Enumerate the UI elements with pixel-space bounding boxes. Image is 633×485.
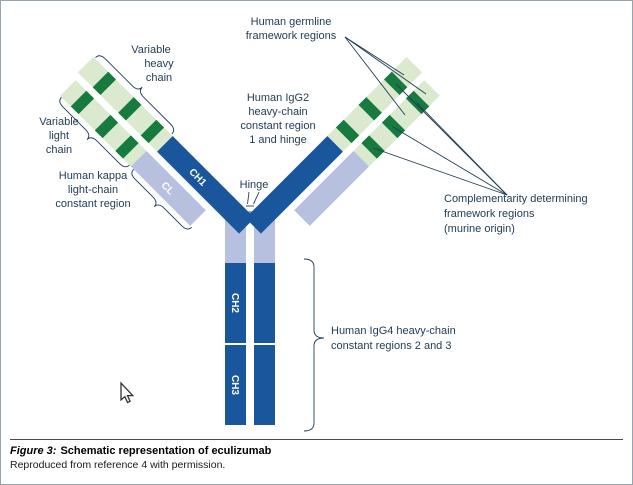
caption-title-row: Figure 3:Schematic representation of ecu… [10, 445, 623, 457]
left-light-cdr-stripe [94, 114, 119, 139]
annotation-lines [247, 36, 508, 432]
variable-heavy-label-line1: Variable [131, 44, 171, 56]
right-heavy-cdr-stripe [358, 97, 382, 121]
kappa-label-line3: constant region [55, 198, 130, 210]
kappa-label-line1: Human kappa [59, 170, 128, 182]
cdr-pointer-line [416, 102, 508, 196]
cdr-label-line3: (murine origin) [444, 223, 515, 235]
cdr-label-line2: framework regions [444, 208, 535, 220]
cdr-pointer-line [392, 126, 508, 196]
germline-label-line1: Human germline [251, 16, 332, 28]
stem-left-ch2-segment [225, 263, 246, 343]
kappa-label-line2: light-chain [68, 184, 118, 196]
left-heavy-ch1-segment [157, 136, 255, 234]
left-heavy-cdr-stripe [118, 97, 142, 121]
hinge-pointer-line [247, 191, 250, 205]
left-light-cdr-stripe [115, 135, 139, 159]
right-light-cdr-stripe [381, 114, 406, 139]
left-light-cl-segment [130, 150, 206, 226]
cursor-icon [120, 381, 135, 404]
hinge-pointer-line [253, 191, 260, 205]
figure-number-label: Figure 3: [10, 445, 57, 457]
variable-light-label-line2: light [49, 130, 69, 142]
igg2-label-line2: heavy-chain [248, 106, 307, 118]
left-heavy-cdr-stripe [140, 119, 165, 144]
variable-light-label-line1: Variable [39, 116, 79, 128]
variable-heavy-label-line3: chain [146, 72, 172, 84]
variable-heavy-label-line2: heavy [144, 58, 174, 70]
stem-left-ch3-segment [225, 345, 246, 425]
ch3-segment-label: CH3 [229, 375, 240, 395]
antibody-diagram: CH1 CL CH2 CH3 Human germline framework … [39, 16, 588, 432]
igg4-label-line2: constant regions 2 and 3 [331, 340, 451, 352]
variable-light-label-line3: chain [46, 144, 72, 156]
right-heavy-cdr-stripe [335, 119, 360, 144]
germline-pointer-line [344, 36, 427, 95]
igg2-label-line1: Human IgG2 [247, 92, 309, 104]
stem-right-ch3-segment [254, 345, 275, 425]
right-heavy-ch1-segment [245, 136, 343, 234]
igg4-brace [303, 258, 325, 432]
left-heavy-cdr-stripe [92, 71, 117, 96]
cdr-label-line1: Complementarity determining [444, 193, 588, 205]
right-light-cl-segment [294, 150, 370, 226]
germline-pointer-line [344, 36, 405, 76]
right-light-cdr-stripe [361, 135, 385, 159]
figure-title: Schematic representation of eculizumab [60, 445, 272, 457]
right-arm [245, 56, 440, 234]
left-arm [59, 55, 255, 234]
stem-right-ch2-segment [254, 263, 275, 343]
germline-label-line2: framework regions [246, 30, 337, 42]
germline-pointer-line [344, 36, 406, 116]
ch2-segment-label: CH2 [229, 293, 240, 313]
cdr-pointer-line [372, 147, 508, 196]
igg2-label-line4: 1 and hinge [249, 134, 307, 146]
right-light-cdr-stripe [405, 90, 430, 115]
variable-heavy-brace [95, 55, 175, 135]
igg4-label-line1: Human IgG4 heavy-chain [331, 325, 456, 337]
figure-caption: Figure 3:Schematic representation of ecu… [10, 439, 623, 471]
annotation-labels: Human germline framework regions Variabl… [39, 16, 587, 352]
igg2-label-line3: constant region [240, 120, 315, 132]
hinge-label: Hinge [240, 179, 269, 191]
left-light-cdr-stripe [70, 90, 95, 115]
figure-credit: Reproduced from reference 4 with permiss… [10, 459, 226, 471]
